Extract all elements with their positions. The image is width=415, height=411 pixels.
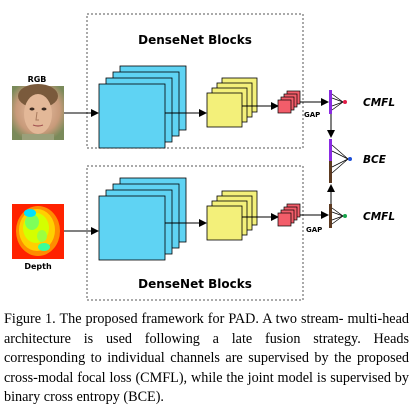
rgb-face-image bbox=[12, 84, 64, 140]
bottom-yellow-stack bbox=[206, 190, 258, 241]
top-yellow-stack bbox=[206, 77, 258, 128]
top-cmfl-label: CMFL bbox=[363, 97, 395, 109]
bottom-cmfl-label: CMFL bbox=[363, 211, 395, 223]
top-feature-vector bbox=[329, 90, 332, 114]
top-block-title: DenseNet Blocks bbox=[138, 33, 252, 47]
fused-vector-brown bbox=[329, 161, 332, 183]
bottom-feature-vector bbox=[329, 204, 332, 228]
figure-caption: Figure 1. The proposed framework for PAD… bbox=[4, 311, 409, 406]
bottom-red-stack bbox=[277, 203, 301, 227]
bottom-output-dot bbox=[343, 214, 347, 218]
bce-label: BCE bbox=[363, 154, 387, 166]
framework-diagram: DenseNet Blocks DenseNet Blocks RGB Dept… bbox=[12, 13, 395, 301]
fusion-output-dot bbox=[348, 157, 352, 161]
bottom-block-title: DenseNet Blocks bbox=[138, 277, 252, 291]
bottom-gap-label: GAP bbox=[306, 226, 322, 234]
top-gap-label: GAP bbox=[304, 111, 320, 119]
top-output-dot bbox=[343, 100, 347, 104]
rgb-label: RGB bbox=[28, 75, 47, 84]
top-dense-blocks-stack bbox=[98, 65, 187, 149]
bottom-dense-blocks-stack bbox=[98, 177, 187, 261]
bottom-stream-frame bbox=[86, 165, 304, 301]
top-red-stack bbox=[277, 90, 301, 114]
fused-vector-purple bbox=[329, 139, 332, 161]
top-stream-frame bbox=[86, 13, 304, 149]
depth-map-image bbox=[12, 204, 64, 259]
depth-label: Depth bbox=[24, 262, 52, 271]
